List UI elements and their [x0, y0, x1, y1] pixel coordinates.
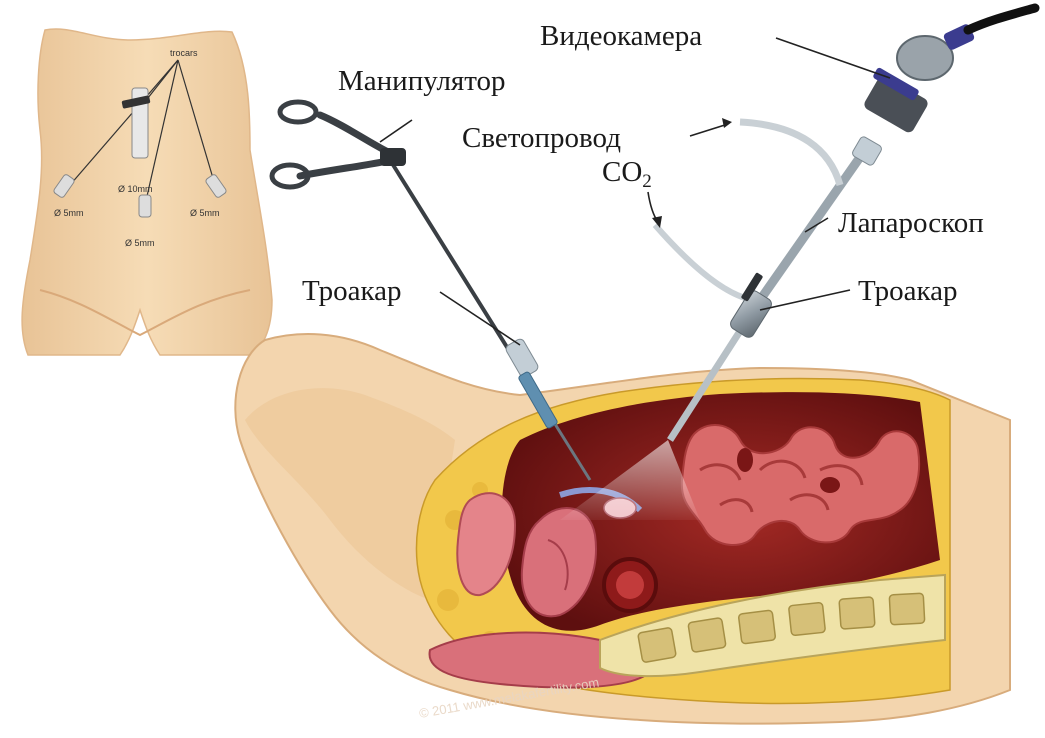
label-manipulator: Манипулятор [338, 65, 506, 97]
inset-port-right: Ø 5mm [190, 208, 220, 218]
body-cross-section [235, 334, 1010, 724]
light-cable [740, 122, 840, 185]
right-trocar [728, 272, 773, 339]
video-camera [851, 8, 1035, 167]
inset-port-left: Ø 5mm [54, 208, 84, 218]
inset-port-bottom: Ø 5mm [125, 238, 155, 248]
co2-tube [655, 225, 745, 298]
label-co2-sub: 2 [642, 171, 652, 192]
label-lightguide: Светопровод [462, 122, 621, 154]
label-co2-main: CO [602, 156, 642, 188]
inset-port-center: Ø 10mm [118, 184, 153, 194]
label-videocamera: Видеокамера [540, 20, 702, 52]
abdomen-inset: trocars Ø 5mm Ø 10mm Ø 5mm Ø 5mm [22, 29, 272, 355]
manipulator-handle [300, 115, 395, 176]
label-laparoscope: Лапароскоп [838, 207, 984, 239]
rectum [604, 559, 656, 611]
label-co2: CO2 [602, 156, 652, 192]
inset-trocar-bottom [139, 195, 151, 217]
label-trocar-right: Троакар [858, 275, 958, 307]
label-trocar-left: Троакар [302, 275, 402, 307]
inset-trocars-label: trocars [170, 48, 198, 58]
